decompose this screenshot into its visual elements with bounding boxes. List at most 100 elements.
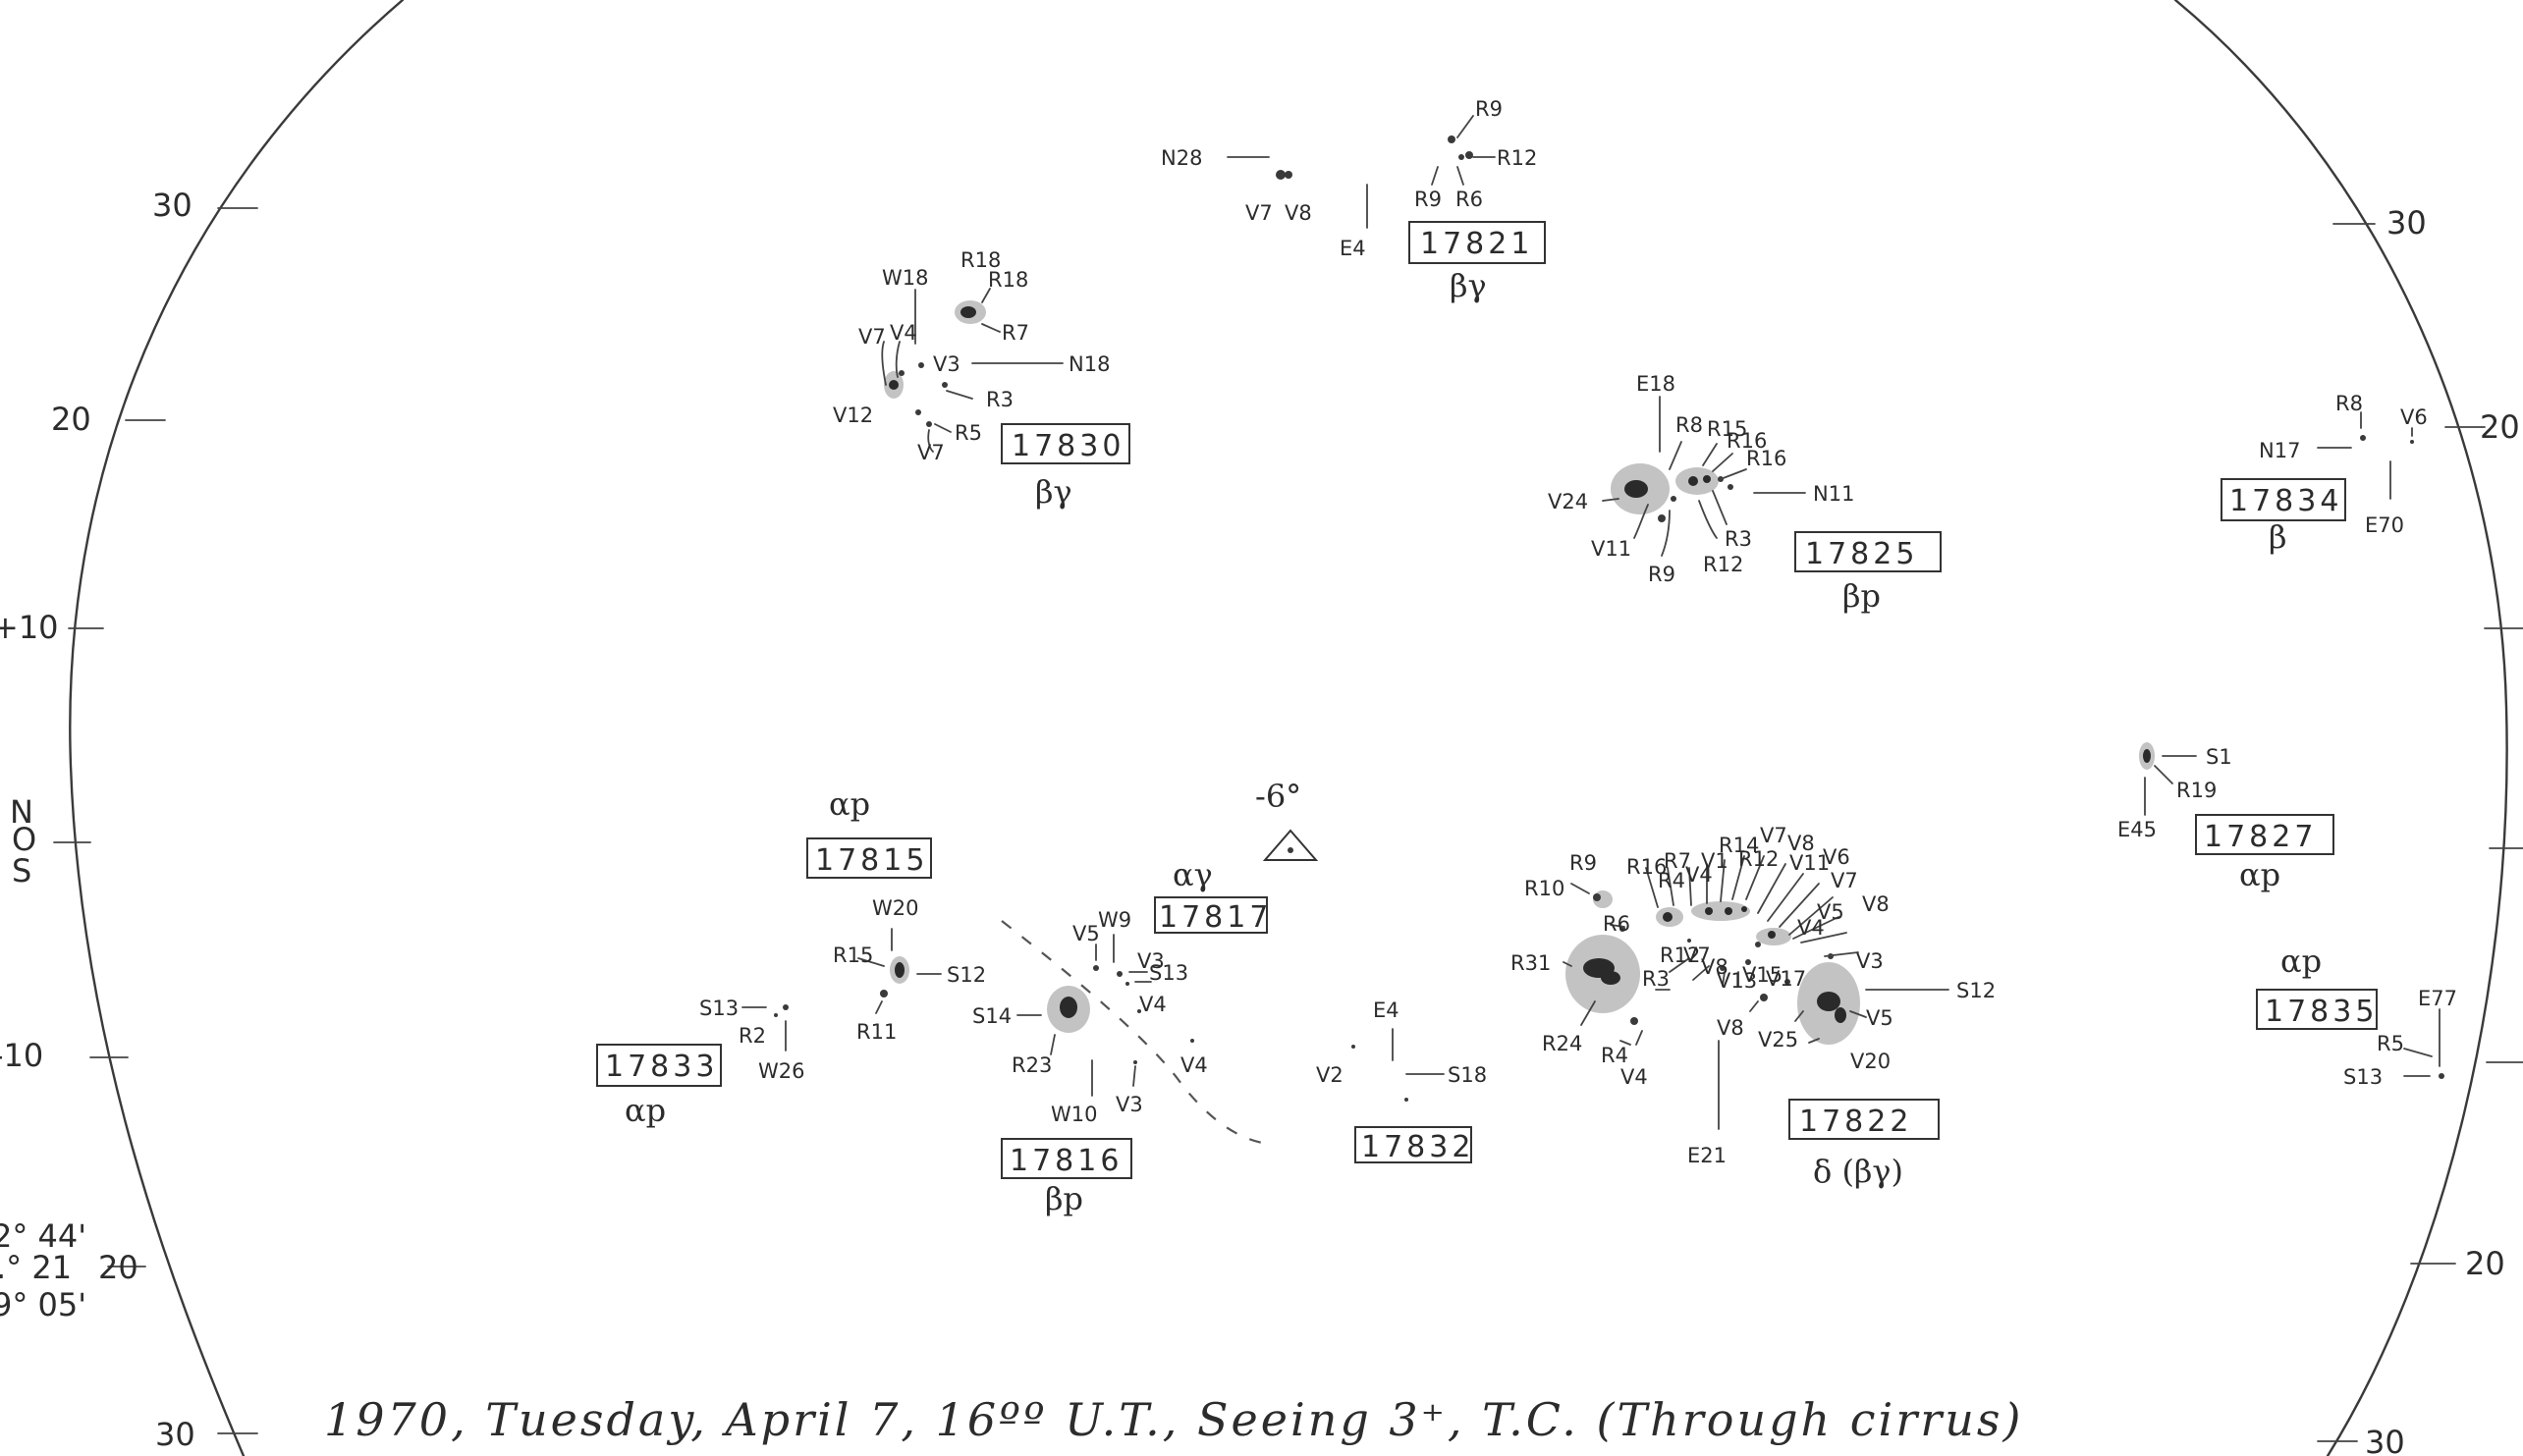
region-number-17832: 17832 [1361, 1130, 1474, 1164]
region-17816 [1001, 986, 1137, 1179]
label-17822-V5a: V5 [1817, 900, 1844, 924]
label-17834-R8: R8 [2335, 392, 2363, 415]
region-number-17834: 17834 [2229, 484, 2342, 518]
region-class-17833: αp [625, 1092, 666, 1129]
label-17834-V6: V6 [2400, 405, 2428, 429]
label-17822-V15: V15 [1742, 963, 1783, 987]
lat-label-left-S: S [12, 852, 31, 890]
label-17822-V3: V3 [1856, 949, 1884, 973]
region-17825 [1602, 396, 1942, 572]
label-17821-N28: N28 [1161, 146, 1202, 170]
region-number-17816: 17816 [1010, 1144, 1123, 1178]
region-number-17833: 17833 [605, 1050, 718, 1084]
label-17822-R24: R24 [1542, 1032, 1582, 1055]
label-17822-V7a: V7 [1760, 824, 1787, 847]
label-17817-S13: S13 [1149, 961, 1188, 985]
label-17822-V8d: V8 [1717, 1016, 1744, 1040]
region-class-17825: βp [1842, 577, 1881, 615]
label-17822-R12b: R12 [1660, 944, 1700, 967]
label-17822-R10: R10 [1524, 877, 1564, 900]
label-17834-N17: N17 [2259, 439, 2300, 462]
label-17822-V11: V11 [1789, 851, 1830, 875]
label-17822-V8a: V8 [1787, 832, 1815, 855]
region-class-17830: βγ [1035, 473, 1072, 511]
label-17830-V7b: V7 [917, 441, 945, 464]
label-17825-R16b: R16 [1746, 447, 1786, 470]
region-17817 [1001, 896, 1268, 1146]
label-17833-W26: W26 [758, 1059, 805, 1083]
region-number-17821: 17821 [1420, 227, 1533, 261]
label-17817-W9: W9 [1098, 908, 1131, 932]
lat-label-right-30: 30 [2386, 204, 2427, 242]
label-17825-R16a: R16 [1727, 429, 1767, 453]
label-17821-V8: V8 [1285, 201, 1312, 225]
label-17832-E4: E4 [1373, 998, 1399, 1022]
label-17821-R12: R12 [1497, 146, 1537, 170]
label-17822-E21: E21 [1687, 1144, 1727, 1167]
label-17815-R15: R15 [833, 944, 873, 967]
label-17821-R9b: R9 [1414, 188, 1442, 211]
solar-limb-right [2173, 0, 2508, 1456]
region-number-17825: 17825 [1805, 537, 1918, 571]
label-17822-V13: V13 [1717, 969, 1757, 993]
label-17822-V4c: V4 [1620, 1065, 1648, 1089]
label-17822-V25: V25 [1758, 1028, 1798, 1052]
label-17832-V2: V2 [1316, 1063, 1344, 1087]
label-17822-V1: V1 [1701, 849, 1728, 873]
label-17825-R8: R8 [1675, 413, 1703, 437]
label-17817-V4a: V4 [1139, 993, 1167, 1016]
label-17815-W20: W20 [872, 896, 919, 920]
region-class-17817: αγ [1173, 856, 1213, 893]
region-class-17834: β [2269, 518, 2287, 556]
lat-label-left-30: 30 [152, 187, 192, 224]
label-17816-V3: V3 [1116, 1093, 1143, 1116]
corner-note-line2b: 20 [98, 1249, 138, 1286]
label-17817-V3: V3 [1137, 949, 1165, 973]
region-class-17822: δ (βγ) [1813, 1153, 1903, 1190]
region-class-17816: βp [1045, 1180, 1083, 1217]
label-17822-R16: R16 [1626, 855, 1667, 879]
label-17816-W10: W10 [1051, 1103, 1098, 1126]
label-17822-R4: R4 [1658, 869, 1685, 892]
region-class-17821: βγ [1450, 267, 1487, 304]
region-17822 [1563, 855, 1949, 1140]
label-17817-V5: V5 [1072, 922, 1100, 945]
region-class-17827: αp [2239, 856, 2280, 893]
region-number-17827: 17827 [2204, 820, 2317, 854]
label-17822-V8b: V8 [1862, 892, 1890, 916]
lat-label-right-30-bottom: 30 [2365, 1424, 2405, 1456]
label-17825-N11: N11 [1813, 482, 1854, 506]
label-17821-R9a: R9 [1475, 97, 1503, 121]
label-17822-V4b: V4 [1797, 916, 1825, 940]
label-17822-V7b: V7 [1831, 869, 1858, 892]
label-17830-R18b: R18 [988, 268, 1028, 292]
observation-caption: 1970, Tuesday, April 7, 16ºº U.T., Seein… [324, 1393, 2023, 1446]
label-17825-V24: V24 [1548, 490, 1588, 513]
region-class-17815: αp [829, 785, 870, 823]
label-17815-R11: R11 [856, 1020, 897, 1044]
label-17833-S13: S13 [699, 997, 739, 1020]
label-17833-R2: R2 [739, 1024, 766, 1048]
label-17822-V6: V6 [1823, 845, 1850, 869]
label-17834-E70: E70 [2365, 513, 2404, 537]
label-17825-E18: E18 [1636, 372, 1675, 396]
label-17825-R9: R9 [1648, 563, 1675, 586]
label-17822-V4a: V4 [1685, 863, 1713, 887]
region-number-17817: 17817 [1159, 900, 1272, 935]
lat-label-left-minus10: -10 [0, 1037, 43, 1074]
label-17822-R31: R31 [1510, 951, 1551, 975]
label-17822-R7a: R7 [1664, 849, 1691, 873]
label-17830-R18a: R18 [960, 248, 1001, 272]
label-17832-S18: S18 [1448, 1063, 1487, 1087]
region-17821 [1227, 115, 1546, 264]
label-17817-V4b: V4 [1180, 1053, 1208, 1077]
region-17833 [596, 1004, 789, 1087]
region-class-17835: αp [2280, 943, 2322, 980]
label-17830-R7: R7 [1002, 321, 1029, 345]
label-17835-E77: E77 [2418, 987, 2457, 1010]
label-17830-W18: W18 [882, 266, 929, 290]
label-17822-S12: S12 [1956, 979, 1996, 1002]
region-17834 [2221, 411, 2414, 521]
label-17822-R6: R6 [1603, 912, 1630, 936]
